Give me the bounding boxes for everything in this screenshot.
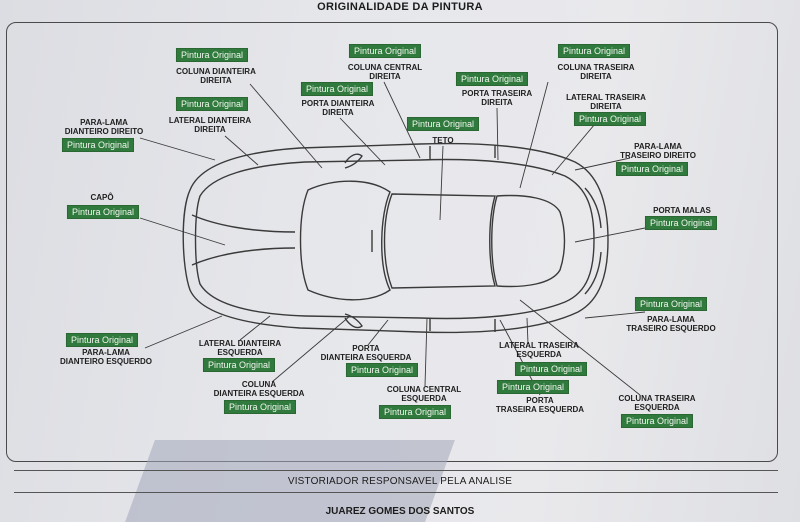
status-badge-coluna-dianteira-esquerda: Pintura Original (223, 400, 297, 414)
status-badge-coluna-dianteira-direita: Pintura Original (175, 48, 249, 62)
status-badge-porta-dianteira-direita: Pintura Original (300, 82, 374, 96)
status-badge-porta-traseira-direita: Pintura Original (455, 72, 529, 86)
rear-window (491, 194, 566, 288)
status-badge-lateral-dianteira-direita: Pintura Original (175, 97, 249, 111)
label-capo: CAPÔ (90, 193, 114, 202)
mirror-right (344, 153, 363, 169)
status-badge-coluna-central-esquerda: Pintura Original (378, 405, 452, 419)
car-body-outline (182, 142, 609, 334)
status-badge-para-lama-traseiro-esquerdo: Pintura Original (634, 297, 708, 311)
car-body-inner-line (194, 158, 595, 320)
status-badge-para-lama-traseiro-direito: Pintura Original (615, 162, 689, 176)
rear-light-left (584, 251, 602, 295)
divider (14, 470, 778, 471)
status-badge-capo: Pintura Original (66, 205, 140, 219)
status-badge-lateral-traseira-direita: Pintura Original (573, 112, 647, 126)
page-title: ORIGINALIDADE DA PINTURA (317, 1, 483, 13)
inspector-name: JUAREZ GOMES DOS SANTOS (325, 506, 475, 517)
status-badge-porta-dianteira-esquerda: Pintura Original (345, 363, 419, 377)
hood-left-curve (191, 214, 296, 233)
divider (14, 492, 778, 493)
leader-lines (139, 81, 646, 396)
status-badge-coluna-central-direita: Pintura Original (348, 44, 422, 58)
label-teto: TETO (432, 136, 454, 145)
status-badge-teto: Pintura Original (406, 117, 480, 131)
inspector-label: VISTORIADOR RESPONSAVEL PELA ANALISE (287, 476, 513, 487)
status-badge-coluna-traseira-direita: Pintura Original (557, 44, 631, 58)
windshield (299, 180, 391, 301)
status-badge-coluna-traseira-esquerda: Pintura Original (620, 414, 694, 428)
roof (383, 193, 496, 289)
status-badge-para-lama-dianteiro-direito: Pintura Original (61, 138, 135, 152)
rear-light-right (584, 187, 602, 229)
status-badge-para-lama-dianteiro-esquerdo: Pintura Original (65, 333, 139, 347)
hood-right-curve (191, 247, 296, 266)
status-badge-porta-malas: Pintura Original (644, 216, 718, 230)
status-badge-lateral-dianteira-esquerda: Pintura Original (202, 358, 276, 372)
mirror-left (344, 313, 363, 329)
status-badge-lateral-traseira-esquerda: Pintura Original (514, 362, 588, 376)
status-badge-porta-traseira-esquerda: Pintura Original (496, 380, 570, 394)
label-porta-malas: PORTA MALAS (653, 206, 711, 215)
